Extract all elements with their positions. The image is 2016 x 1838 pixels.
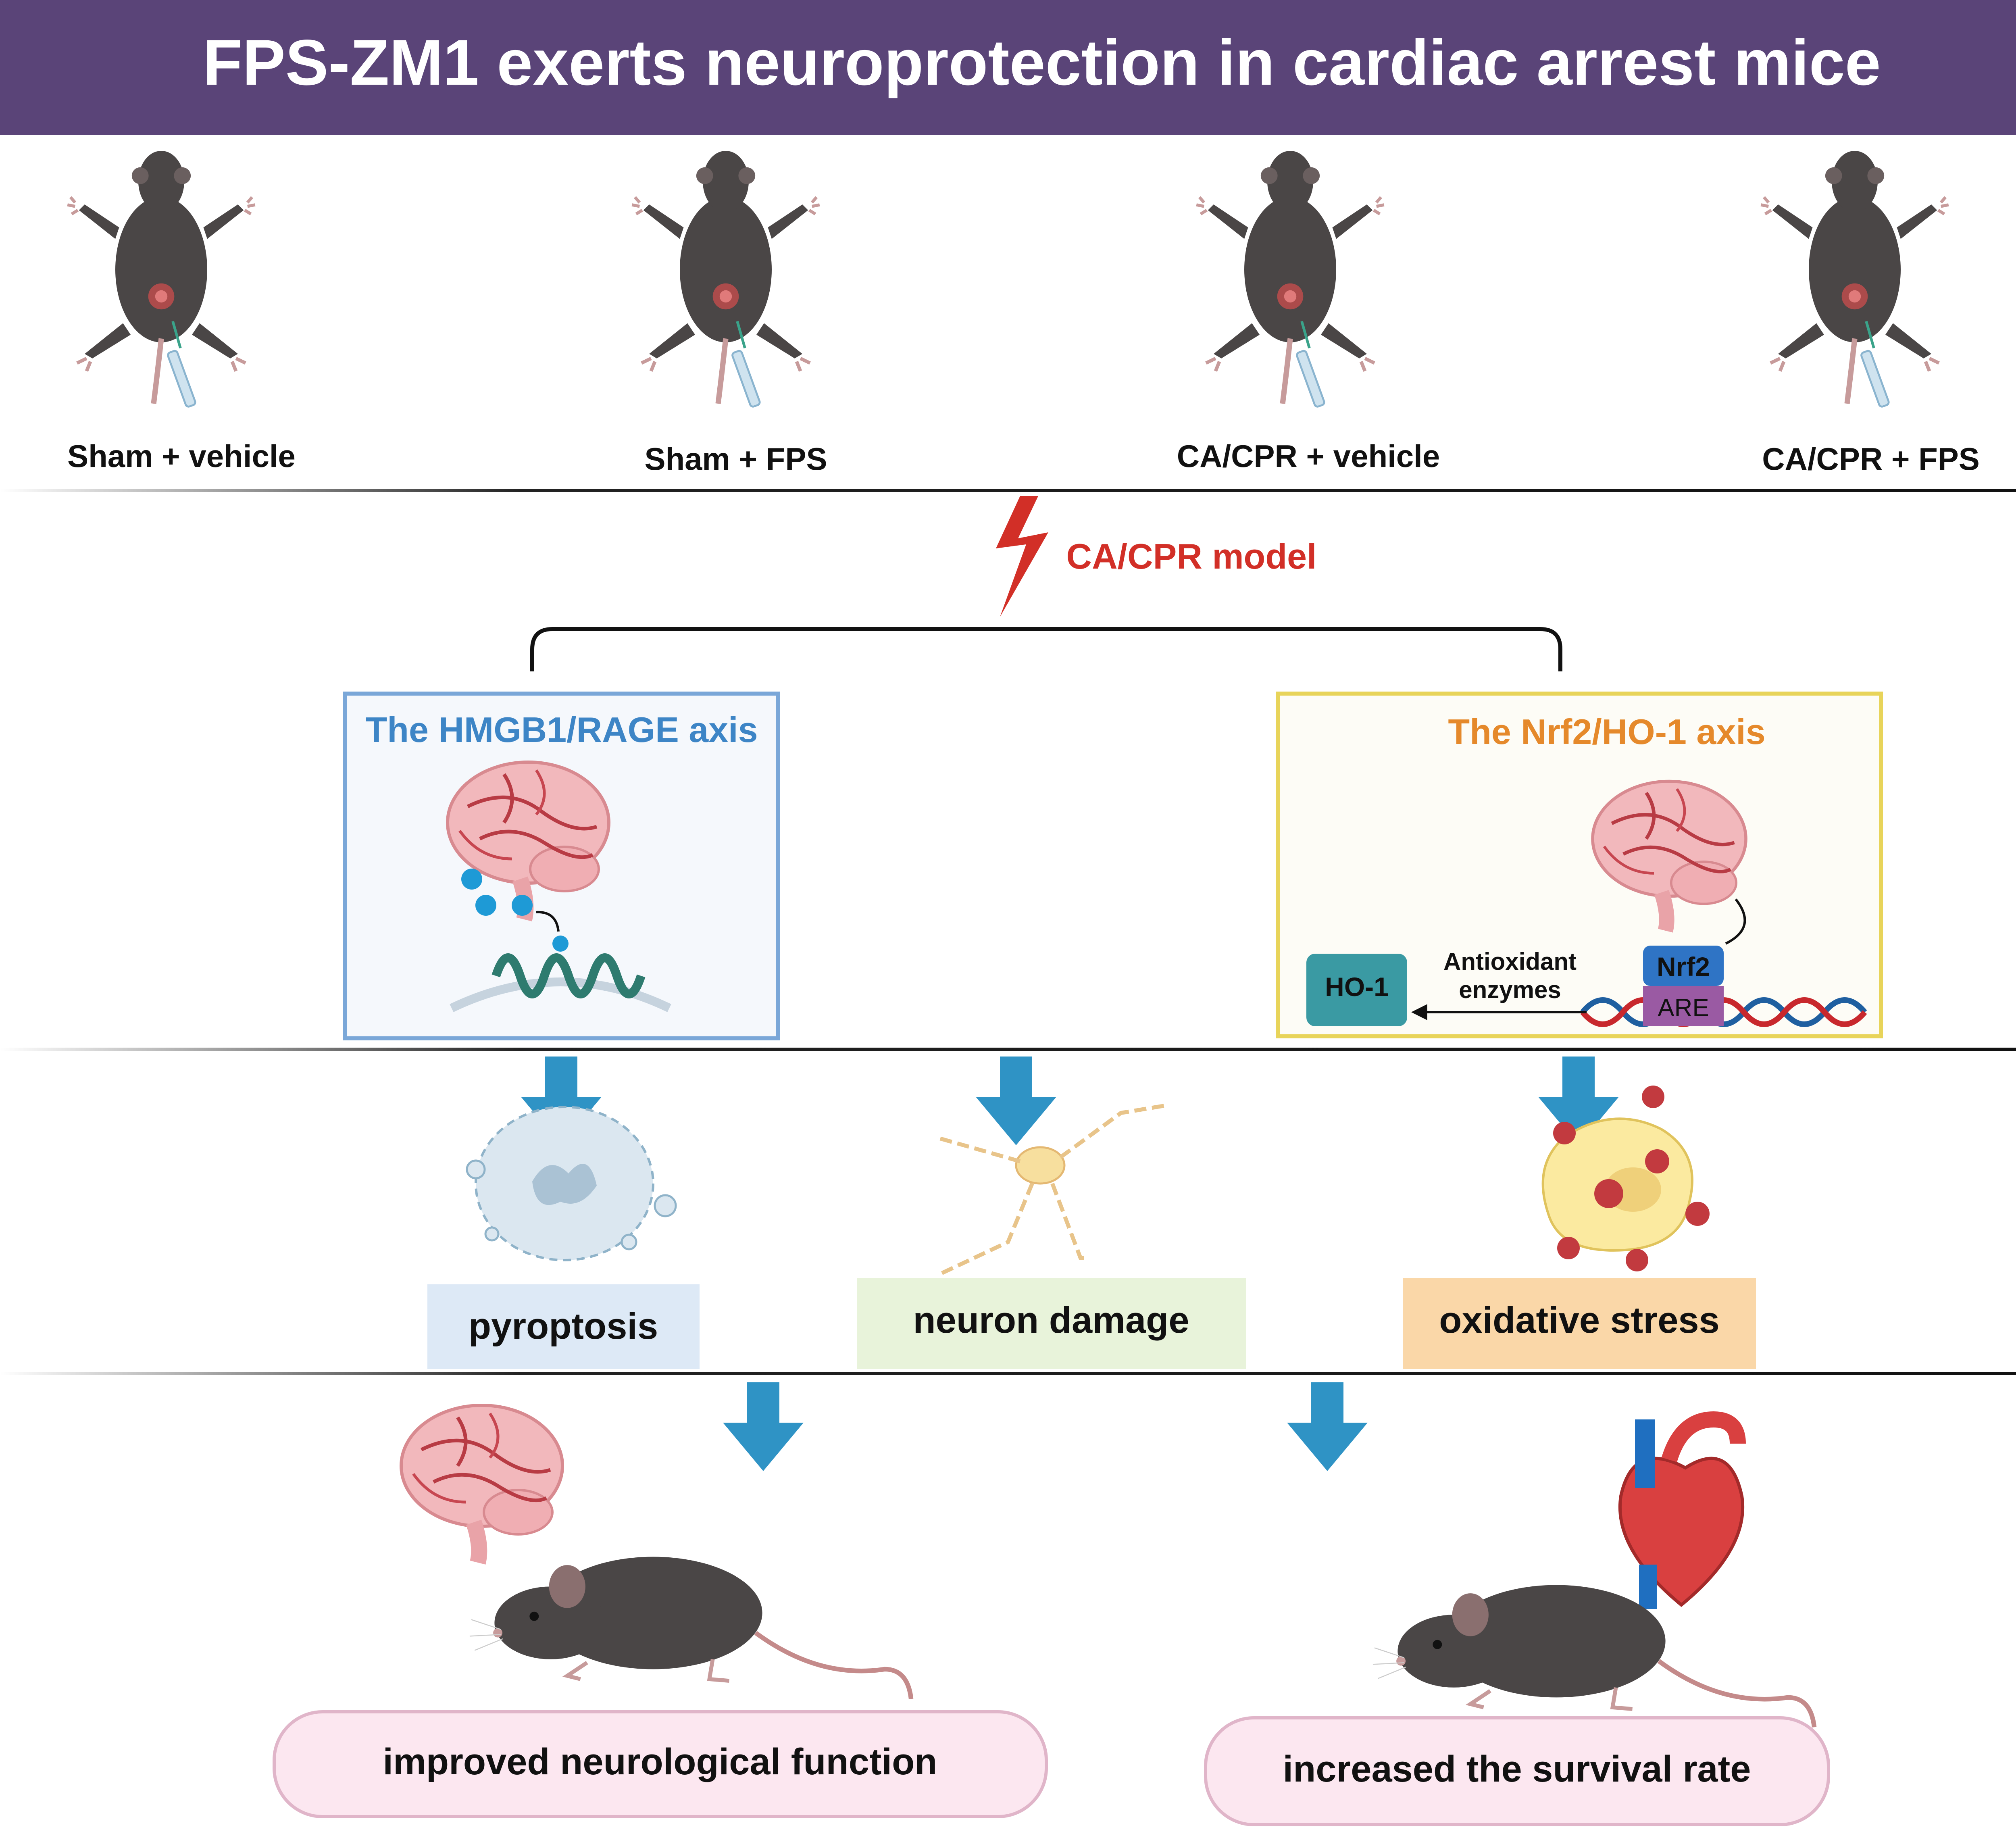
enzymes-label: enzymes [1459,976,1561,1003]
pyroptotic-cell-icon [466,1106,677,1261]
down-arrow-icon [976,1057,1056,1145]
hmgb1-molecule-icon [461,869,482,890]
down-arrow-icon [723,1382,804,1471]
nrf2-ho1-panel: The Nrf2/HO-1 axis Nrf2 ARE HO-1 Antioxi… [1276,692,1883,1038]
group-label: CA/CPR + FPS [1762,441,1980,477]
antioxidant-label: Antioxidant [1443,948,1577,975]
cell-membrane-icon [450,977,671,1012]
group-ca-cpr-fps: CA/CPR + FPS [1761,151,1980,477]
outcome-neuron-damage: neuron damage [857,1278,1246,1369]
are-box [1643,986,1724,1026]
group-sham-fps: Sham + FPS [632,151,827,477]
damaged-neuron-icon [935,1103,1170,1276]
activation-arrow-icon [1725,898,1746,945]
model-label: CA/CPR model [1066,536,1317,576]
hmgb1-molecule-icon [552,936,569,952]
branch-bracket [530,627,1562,671]
group-sham-vehicle: Sham + vehicle [67,151,296,474]
page-title: FPS-ZM1 exerts neuroprotection in cardia… [203,26,1881,98]
oxidative-cell-icon [1541,1086,1710,1271]
mouse-top-icon [632,151,820,407]
mouse-top-icon [1761,151,1949,407]
down-arrow-icon [1287,1382,1368,1471]
mouse-side-icon [1373,1585,1814,1728]
nrf2-box [1643,946,1724,986]
mouse-top-icon [1196,151,1384,407]
hmgb1-molecule-icon [475,895,496,916]
rage-receptor-icon [492,953,646,998]
result-survival-rate: increased the survival rate [1204,1716,1830,1826]
lightning-icon [996,496,1048,617]
outcome-label: oxidative stress [1439,1300,1719,1341]
outcome-pyroptosis: pyroptosis [427,1284,700,1369]
outcome-label: neuron damage [913,1300,1189,1341]
brain-icon [401,1405,562,1563]
group-label: CA/CPR + vehicle [1177,438,1440,474]
header-bar [0,0,2016,135]
separator [0,489,2016,492]
mouse-side-icon [470,1557,911,1699]
arrowhead-icon [1411,1004,1427,1020]
result-label: increased the survival rate [1283,1748,1751,1790]
panel-title: The Nrf2/HO-1 axis [1448,712,1765,752]
result-label: improved neurological function [383,1741,937,1782]
are-label: ARE [1658,994,1709,1022]
outcome-label: pyroptosis [469,1306,658,1347]
panel-title: The HMGB1/RAGE axis [365,710,758,750]
ho1-box [1306,954,1407,1026]
ho1-label: HO-1 [1325,972,1389,1002]
group-label: Sham + FPS [645,441,827,477]
result-neurological-function: improved neurological function [273,1710,1048,1818]
outcome-oxidative-stress: oxidative stress [1403,1278,1756,1369]
separator [0,1372,2016,1375]
separator [0,1048,2016,1051]
binding-arrow-icon [536,911,560,932]
group-ca-cpr-vehicle: CA/CPR + vehicle [1177,151,1440,474]
nrf2-label: Nrf2 [1657,952,1710,982]
hmgb1-molecule-icon [512,895,533,916]
hmgb1-rage-panel: The HMGB1/RAGE axis [343,692,780,1040]
mouse-top-icon [67,151,255,407]
heart-icon [1618,1411,1746,1609]
group-label: Sham + vehicle [67,438,296,474]
